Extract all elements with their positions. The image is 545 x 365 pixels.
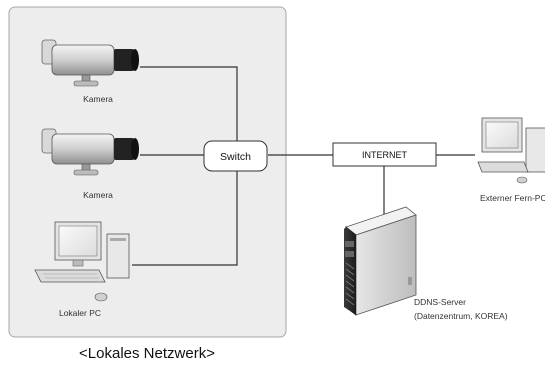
internet-box xyxy=(332,142,437,167)
ddns-server-label-line1: DDNS-Server xyxy=(414,297,466,307)
local-pc-label: Lokaler PC xyxy=(59,308,101,318)
desktop-pc-icon xyxy=(34,221,130,302)
switch-node: Switch xyxy=(203,140,268,172)
remote-pc-icon xyxy=(477,117,545,184)
camera-top-link xyxy=(140,66,238,141)
switch-box xyxy=(203,140,268,172)
camera-bottom-label: Kamera xyxy=(83,190,113,200)
local-pc-link xyxy=(132,170,238,266)
camera-icon xyxy=(41,39,139,87)
local-network-caption: <Lokales Netzwerk> xyxy=(79,345,215,362)
remote-pc-label: Externer Fern-PC xyxy=(480,193,545,203)
server-tower-icon xyxy=(344,206,417,316)
internet-node: INTERNET xyxy=(332,142,437,167)
camera-top-label: Kamera xyxy=(83,94,113,104)
camera-icon xyxy=(41,128,139,176)
switch-label: Switch xyxy=(220,151,251,163)
ddns-server-label-line2: (Datenzentrum, KOREA) xyxy=(414,311,508,321)
internet-label: INTERNET xyxy=(362,150,408,160)
